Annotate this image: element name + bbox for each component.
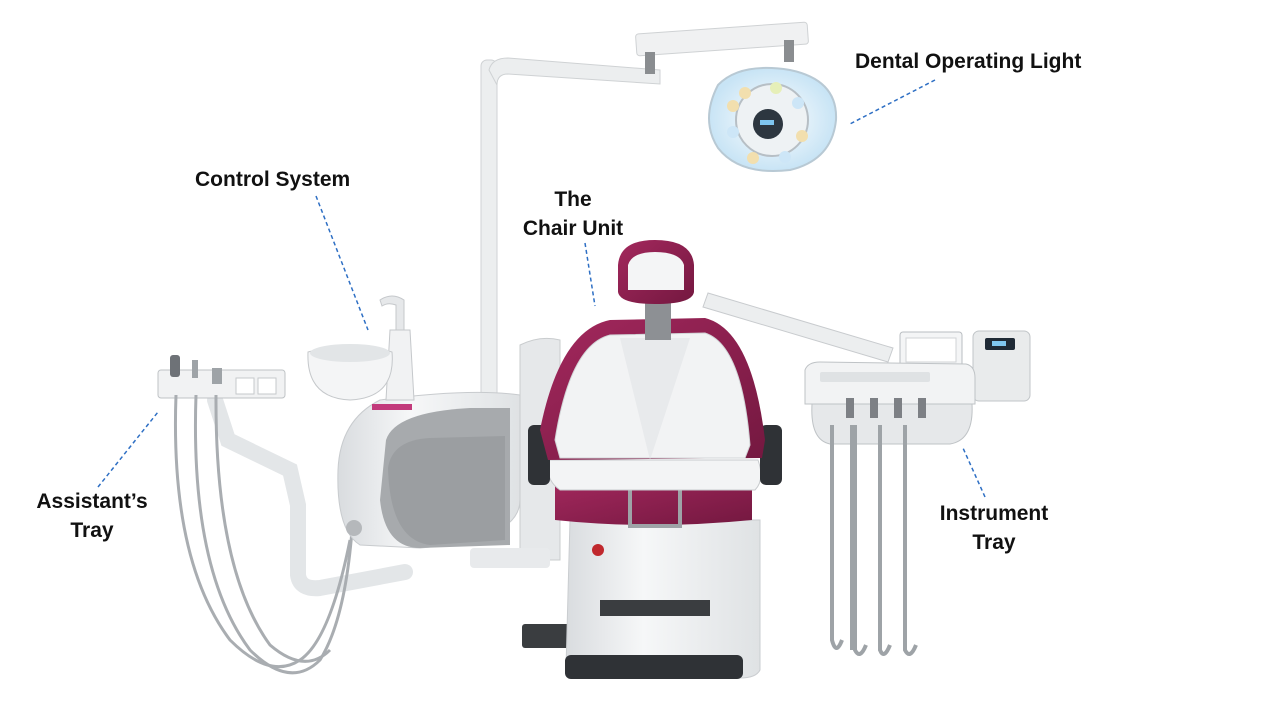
light-arm: [480, 21, 809, 401]
leader-lines: [97, 79, 986, 498]
leader-line-control: [315, 195, 369, 331]
label-assistants-tray: Assistant’s Tray: [24, 487, 160, 545]
leader-line-chair: [584, 242, 596, 307]
label-text: Control System: [195, 168, 351, 191]
label-control-system: Control System: [195, 165, 350, 194]
label-line-2: Tray: [70, 519, 114, 542]
label-line-2: Chair Unit: [522, 217, 624, 240]
assistant-hoses: [174, 394, 354, 675]
label-instrument-tray: Instrument Tray: [926, 499, 1062, 557]
label-text: Dental Operating Light: [855, 50, 1082, 73]
label-line-1: Assistant’s: [36, 490, 148, 513]
label-line-1: The: [554, 188, 592, 211]
chair-unit: [470, 240, 782, 679]
assistants-tray: [157, 355, 413, 675]
dental-operating-light: [708, 66, 838, 173]
leader-line-instrument: [962, 447, 986, 498]
instrument-tray: [702, 292, 1031, 656]
instrument-hoses: [830, 425, 918, 656]
label-dental-operating-light: Dental Operating Light: [855, 47, 1081, 76]
label-chair-unit: The Chair Unit: [512, 185, 634, 243]
control-system: [307, 295, 521, 549]
label-line-1: Instrument: [939, 502, 1049, 525]
leader-line-assistant: [97, 411, 159, 488]
label-line-2: Tray: [972, 531, 1016, 554]
leader-line-light: [847, 79, 936, 126]
